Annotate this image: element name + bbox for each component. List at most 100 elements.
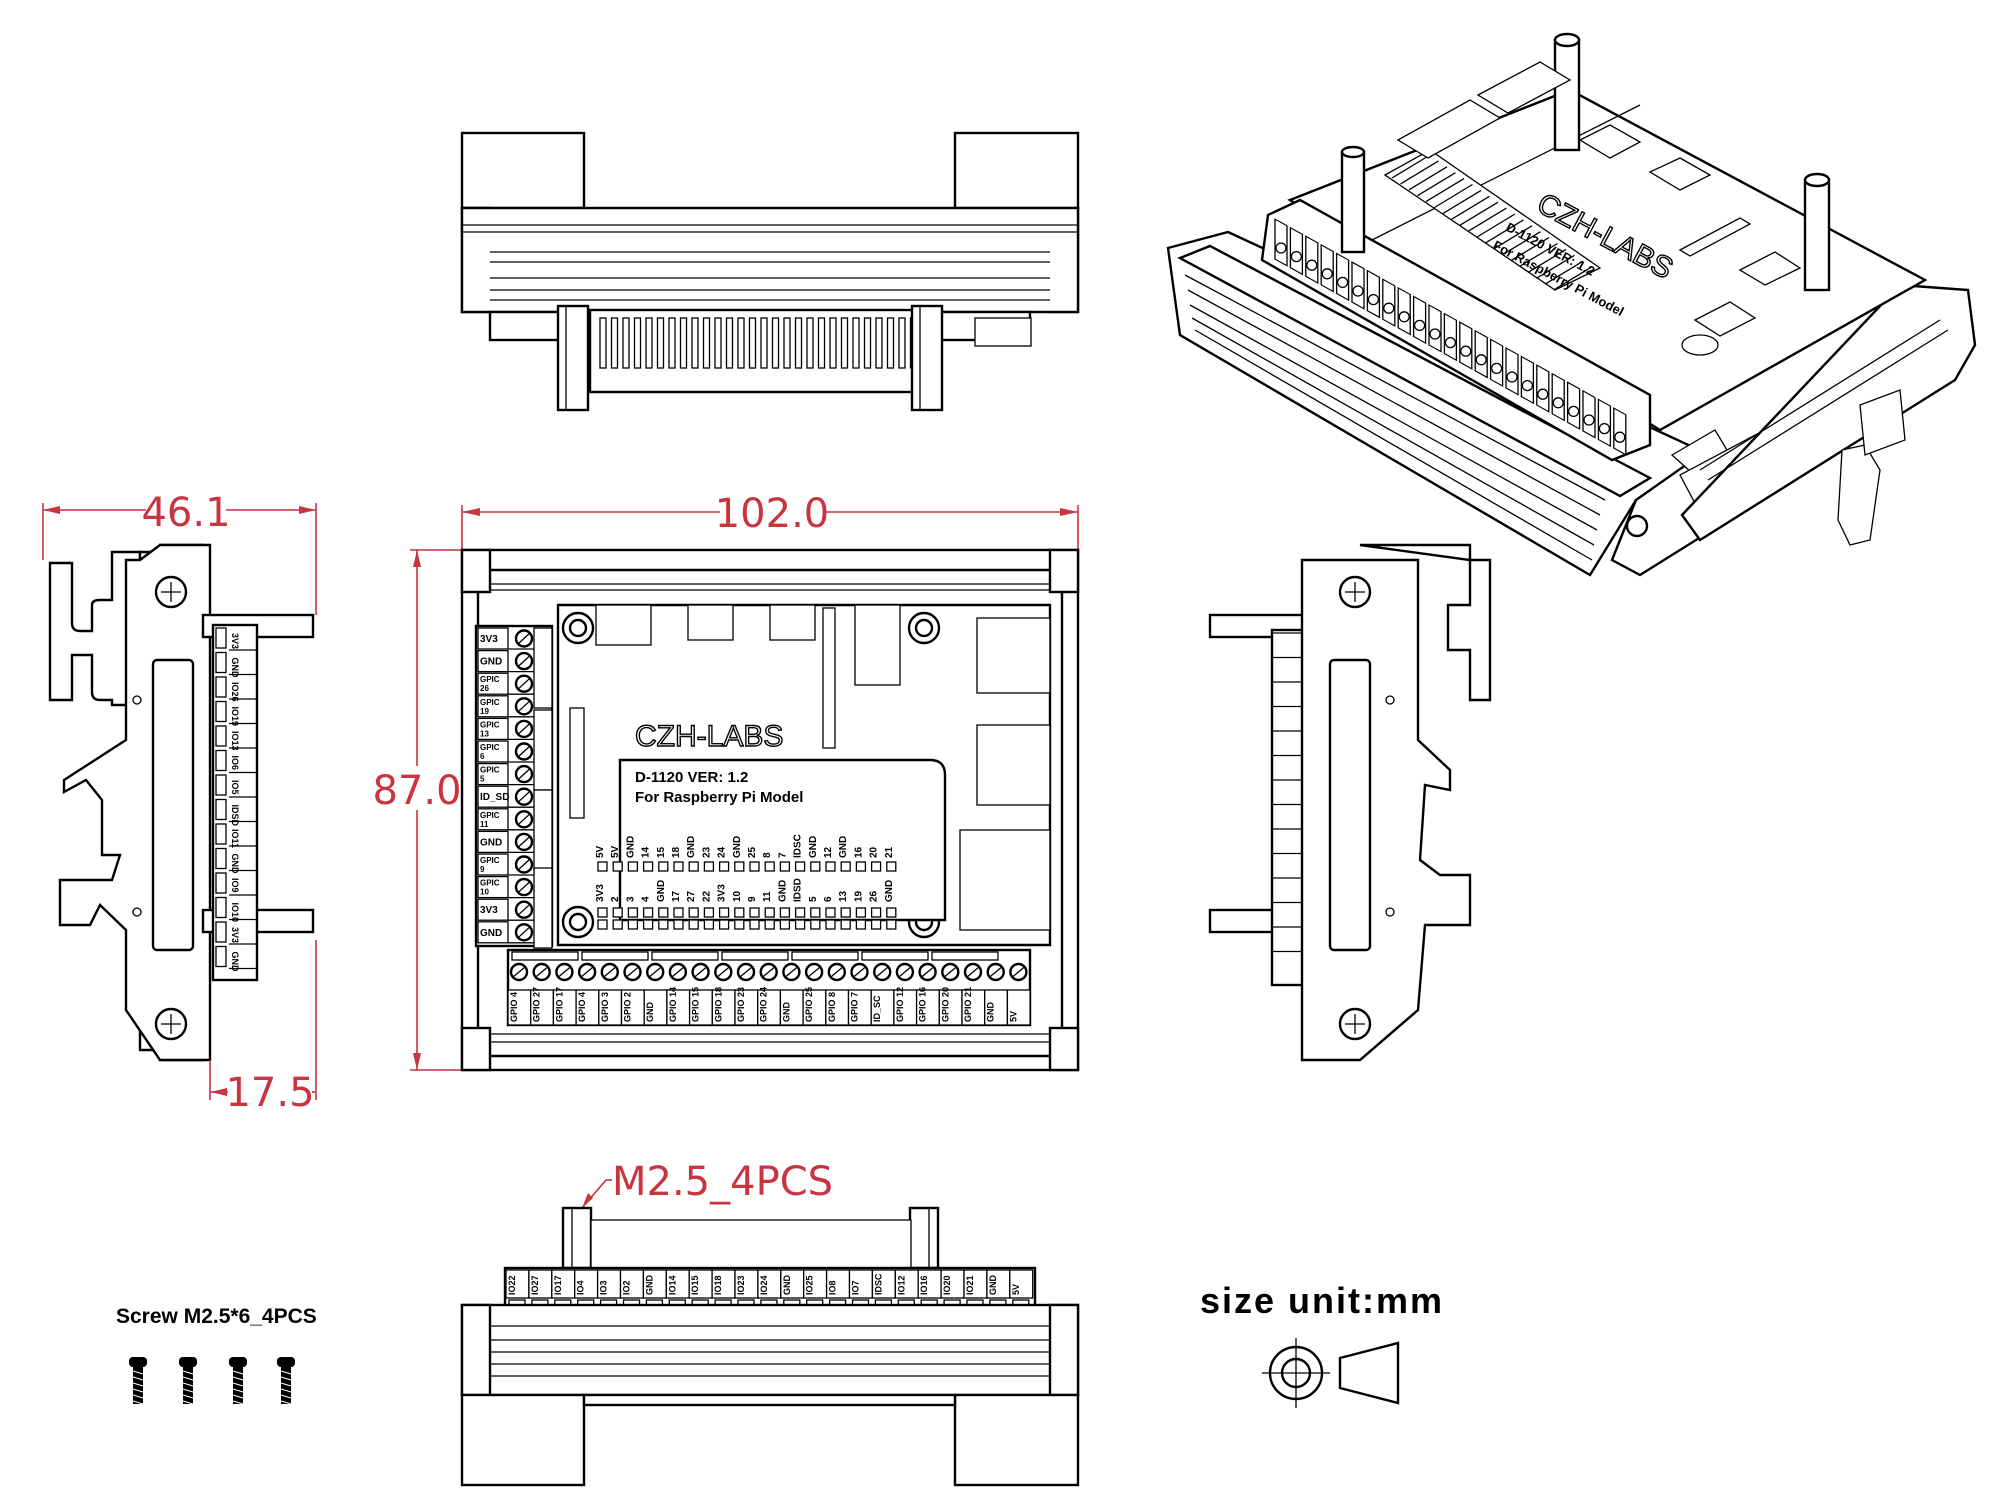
header-bottom-label: 26 — [869, 890, 880, 902]
dim-rail-offset: 17.5 — [225, 1070, 314, 1116]
header-bottom-label: 10 — [732, 890, 743, 902]
top-header-pin — [771, 317, 780, 369]
header-pin — [840, 907, 851, 918]
bottom-terminal-slot — [535, 966, 549, 978]
header-pin — [703, 919, 715, 930]
header-pin — [658, 861, 669, 872]
left-terminal-label-box — [477, 649, 509, 673]
bottom-terminal-slot — [921, 966, 935, 978]
left-terminal-label: ID_SD — [480, 792, 509, 803]
left-terminal-slot — [517, 790, 531, 803]
top-header-pin — [610, 317, 619, 369]
screw-head-icon — [129, 1357, 147, 1367]
left-terminal-label-box — [477, 853, 509, 876]
side-terminal-slot — [215, 823, 227, 845]
bottom-terminal-housing — [931, 951, 999, 961]
bottom-terminal-label: GPIO 21 — [963, 987, 973, 1022]
top-header-pin — [806, 317, 814, 369]
left-terminal-housing — [533, 627, 553, 709]
bottom-terminal-slot — [557, 966, 571, 978]
bottom-view-terminal-label: IO27 — [530, 1275, 540, 1295]
iso-terminal-screw — [1598, 422, 1611, 435]
screw-thread — [280, 1370, 292, 1375]
left-terminal-label-box — [477, 830, 509, 854]
screw-thread — [182, 1370, 194, 1375]
iso-terminal-screw — [1475, 354, 1487, 366]
bottom-view-terminal-label: IO2 — [622, 1280, 632, 1295]
header-top-label: 16 — [853, 846, 864, 858]
left-terminal-label: GND — [480, 657, 502, 668]
left-terminal-label: GPIC — [480, 766, 500, 775]
left-terminal-slot — [517, 903, 531, 916]
left-terminal-label: 6 — [480, 752, 485, 761]
left-terminal-label: 5 — [480, 775, 485, 784]
left-terminal-slot — [517, 632, 531, 645]
iso-header-row — [1417, 172, 1456, 197]
bottom-terminal-slot — [739, 966, 753, 978]
iso-terminal — [1551, 372, 1565, 422]
side-terminal-slot — [215, 651, 227, 674]
header-bottom-label: 19 — [853, 890, 864, 902]
side-terminal-slot — [215, 798, 227, 821]
header-top-label: GND — [625, 836, 636, 858]
left-terminal-label: GPIC — [480, 675, 500, 684]
isometric-view: CZH-LABS D-1120 VER: 1.2 For Raspberry P… — [1166, 32, 1977, 577]
header-bottom-label: 11 — [762, 891, 773, 902]
projection-cone — [1338, 1341, 1400, 1405]
left-terminal-label: 19 — [480, 707, 489, 716]
top-header-pin — [840, 317, 849, 369]
header-bottom-label: 3V3 — [595, 884, 606, 902]
header-pin — [749, 861, 760, 872]
left-terminal-slot — [517, 722, 531, 735]
bottom-terminal-slot — [671, 966, 685, 978]
top-header-pin — [668, 317, 676, 369]
header-pin — [734, 861, 745, 872]
iso-header-row — [1459, 201, 1499, 226]
screw-thread — [232, 1388, 244, 1393]
left-terminal-label: GPIC — [480, 698, 500, 707]
iso-terminal — [1613, 407, 1627, 456]
iso-header-row — [1408, 166, 1448, 191]
header-pin — [840, 919, 851, 930]
left-terminal-slot — [517, 926, 531, 939]
iso-terminal-screw — [1614, 431, 1626, 443]
side-terminal-slot — [215, 921, 227, 943]
screw-thread — [182, 1388, 194, 1393]
top-header-pin — [737, 317, 745, 369]
top-header-pin — [886, 317, 895, 369]
top-header-pin — [702, 317, 711, 369]
iso-terminal — [1489, 338, 1504, 388]
bottom-view-terminal-label: IO4 — [576, 1280, 586, 1295]
screw-thread — [232, 1394, 244, 1399]
side-terminal-slot — [215, 896, 227, 919]
header-pin — [718, 861, 730, 872]
header-pin — [627, 907, 639, 918]
screw-thread — [182, 1382, 194, 1387]
left-terminal-slot — [517, 858, 531, 871]
screw-thread — [280, 1376, 292, 1381]
iso-terminal-screw — [1383, 302, 1395, 314]
bottom-terminal-label: GPIO 3 — [600, 992, 610, 1022]
header-bottom-label: 17 — [671, 890, 682, 902]
side-terminal-label: GND — [230, 854, 240, 875]
header-pin — [734, 919, 745, 930]
bottom-terminal-slot — [580, 966, 594, 978]
header-pin — [764, 907, 775, 918]
screw-thread — [232, 1382, 244, 1387]
iso-terminal-screw — [1398, 311, 1410, 323]
front-view: 102.0 87.0 — [372, 490, 1080, 1072]
header-pin — [627, 919, 639, 930]
left-terminal-label: 26 — [480, 684, 489, 693]
left-terminal-slot — [517, 813, 531, 826]
header-bottom-label: 13 — [838, 890, 849, 902]
iso-terminal-screw — [1583, 414, 1595, 426]
header-bottom-label: 5 — [808, 896, 819, 902]
header-pin — [779, 919, 791, 930]
left-terminal-housing — [533, 789, 553, 871]
iso-terminal-screw — [1413, 319, 1426, 332]
bottom-terminal-label: GND — [986, 1002, 996, 1023]
header-bottom-label: 4 — [641, 896, 652, 902]
header-pin — [764, 861, 775, 872]
left-terminal-label-box — [477, 695, 509, 718]
bottom-view-terminal-label: IDSC — [873, 1273, 883, 1295]
